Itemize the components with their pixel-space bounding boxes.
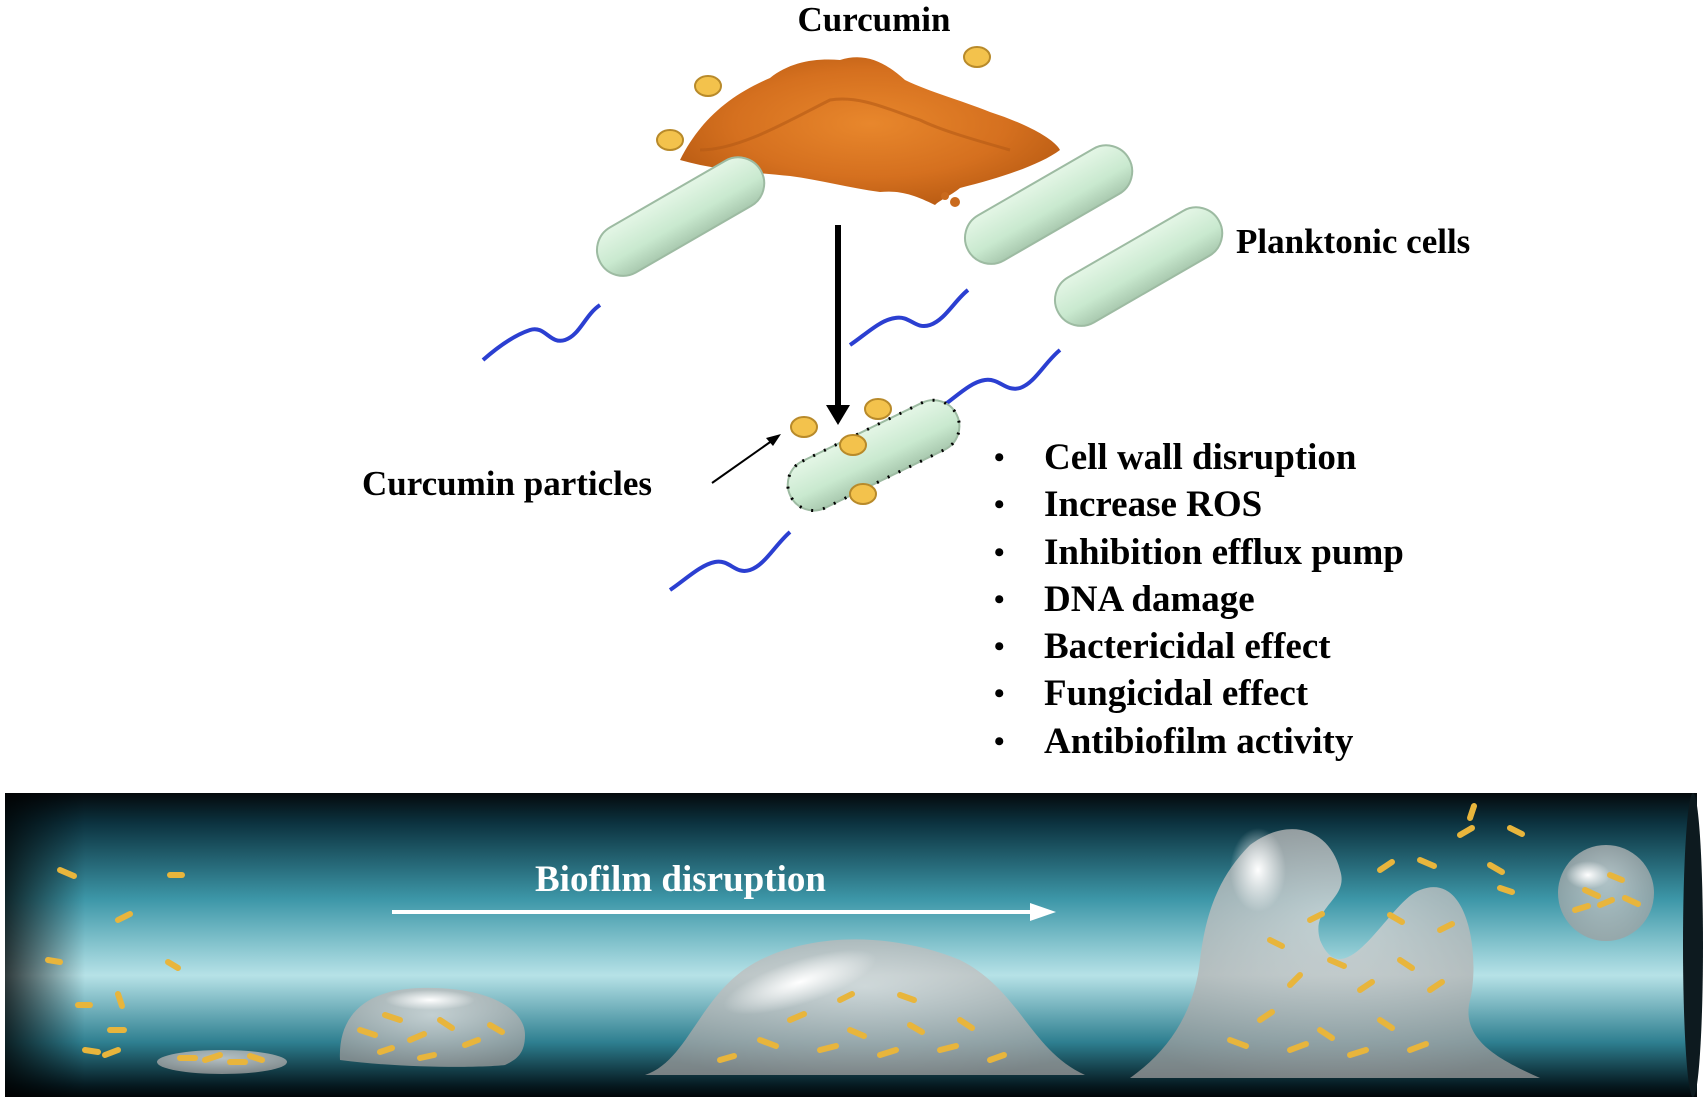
bacterium-icon [481,156,766,362]
effect-item: • Cell wall disruption [994,434,1404,481]
curcumin-particle-group-top [656,46,991,151]
planktonic-cells-label: Planktonic cells [1236,222,1471,261]
biofilm-blob [157,828,1654,1078]
particles-pointer [711,439,774,484]
effect-item: • Increase ROS [994,481,1404,528]
effect-label: DNA damage [1044,578,1255,620]
effect-item: • DNA damage [994,576,1404,623]
biofilm-disruption-label: Biofilm disruption [535,859,826,900]
bullet-icon: • [994,441,1005,474]
curcumin-particles-label: Curcumin particles [362,464,653,503]
effect-item: • Bactericidal effect [994,623,1404,670]
bacterium-icon [668,398,961,592]
effect-label: Inhibition efflux pump [1044,531,1404,573]
effects-list: • Cell wall disruption • Increase ROS • Inh… [994,434,1404,765]
diagram-title: Curcumin [797,0,951,39]
effect-label: Bactericidal effect [1044,626,1331,668]
bullet-icon: • [994,677,1005,711]
effect-item: • Fungicidal effect [994,670,1404,717]
bullet-icon: • [994,630,1005,664]
bacterium-icon [938,206,1224,410]
effect-item: • Antibiofilm activity [994,718,1404,765]
curcumin-powder [680,57,1060,207]
bullet-icon: • [994,582,1005,616]
bullet-icon: • [994,535,1005,569]
effect-label: Fungicidal effect [1044,673,1309,715]
process-arrow-head [826,405,850,425]
effect-label: Cell wall disruption [1044,437,1357,478]
bacterium-icon [848,144,1134,347]
effect-label: Increase ROS [1044,484,1263,526]
bullet-icon: • [994,724,1005,758]
effect-label: Antibiofilm activity [1044,720,1354,762]
curcumin-particle-icon [790,398,892,505]
effect-item: • Inhibition efflux pump [994,529,1404,576]
biofilm-bacteria [45,803,1641,1065]
bullet-icon: • [994,488,1005,522]
